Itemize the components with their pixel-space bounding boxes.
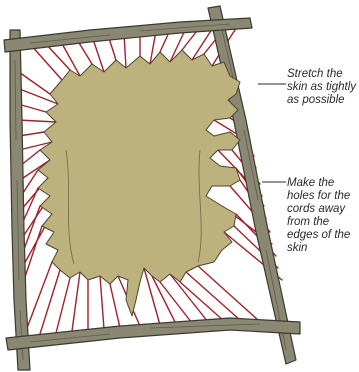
cord-55 xyxy=(152,276,176,324)
cord-30 xyxy=(24,226,42,280)
cord-51 xyxy=(100,276,104,329)
frame-left-pole xyxy=(10,30,30,370)
cord-49 xyxy=(72,272,80,331)
cord-48 xyxy=(56,278,70,333)
cord-60 xyxy=(198,266,258,320)
cord-19 xyxy=(18,120,56,122)
cord-1 xyxy=(30,44,62,80)
cord-28 xyxy=(23,206,40,252)
callout-holes-text: Make the holes for the cords away from t… xyxy=(287,177,359,255)
callout-stretch-text: Stretch the skin as tightly as possible xyxy=(287,68,359,107)
cord-47 xyxy=(40,270,60,334)
cord-52 xyxy=(110,284,120,328)
cord-46 xyxy=(24,262,52,336)
cord-57 xyxy=(170,274,208,322)
frame-bottom-pole xyxy=(6,318,300,350)
